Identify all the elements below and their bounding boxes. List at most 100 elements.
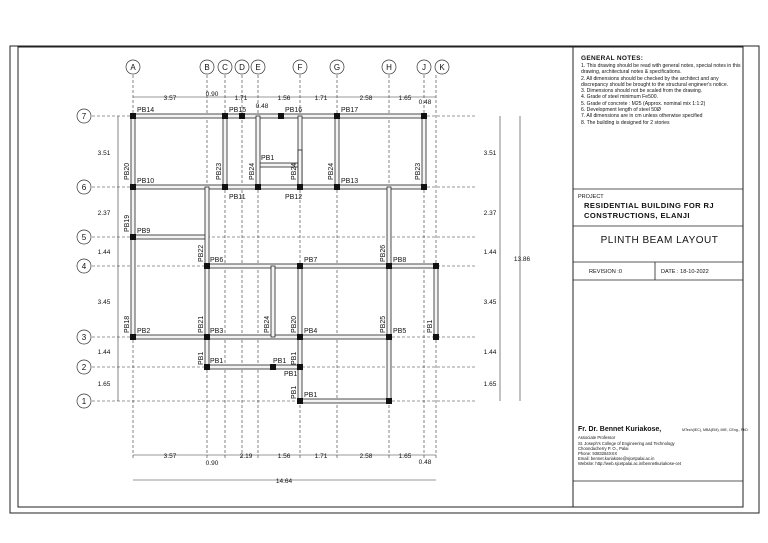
beam-label: PB19 (124, 215, 131, 232)
beam-label: PB8 (393, 257, 406, 264)
beam-label: PB26 (380, 245, 387, 262)
column-node (297, 398, 303, 404)
beam-horizontal (132, 334, 390, 340)
beam-label: PB1 (273, 358, 286, 365)
grid-bubble-2 (76, 359, 92, 375)
dim-top: 0.90 (206, 91, 219, 98)
revision-label: REVISION :0 (589, 269, 622, 275)
beam-vertical (270, 265, 276, 338)
column-node (421, 184, 427, 190)
grid-bubble-label: K (439, 63, 445, 72)
column-node (278, 113, 284, 119)
beam-label: PB10 (137, 178, 154, 185)
beam-label: PB24 (328, 163, 335, 180)
beam-vertical (130, 115, 136, 338)
author-address: Choondacherry P. O., Palai (578, 446, 629, 451)
dim-left: 3.45 (98, 299, 111, 306)
column-node (297, 263, 303, 269)
dim-right: 3.45 (484, 299, 497, 306)
grid-bubble-label: F (298, 63, 303, 72)
beam-label: PB24 (249, 163, 256, 180)
grid-bubble-A (125, 59, 141, 75)
grid-bubble-label: 4 (82, 262, 87, 271)
column-node (334, 184, 340, 190)
column-node (386, 334, 392, 340)
dim-overall-vertical: 13.86 (514, 256, 531, 263)
grid-bubble-label: 7 (82, 112, 87, 121)
dim-bottom: 0.48 (419, 459, 432, 466)
grid-bubble-E (250, 59, 266, 75)
beam-label: PB12 (285, 194, 302, 201)
column-node (222, 113, 228, 119)
dim-bottom: 2.58 (360, 453, 373, 460)
dim-right: 1.44 (484, 249, 497, 256)
grid-bubble-label: E (255, 63, 260, 72)
column-node (433, 263, 439, 269)
dim-bottom: 3.57 (164, 453, 177, 460)
dim-top: 1.56 (278, 95, 291, 102)
general-notes-list: 1. This drawing should be read with gene… (581, 63, 746, 126)
grid-bubble-3 (76, 329, 92, 345)
grid-bubble-label: B (204, 63, 209, 72)
beam-horizontal (132, 234, 208, 240)
beam-label: PB20 (124, 163, 131, 180)
dim-left: 2.37 (98, 210, 111, 217)
note-item: 2. All dimensions should be checked by t… (581, 75, 729, 88)
dim-right: 1.44 (484, 349, 497, 356)
dim-right: 3.51 (484, 150, 497, 157)
beam-vertical (421, 115, 427, 188)
beam-label: PB20 (291, 316, 298, 333)
note-item: 7. All dimensions are in cm unless other… (581, 113, 703, 120)
column-node (334, 113, 340, 119)
beam-horizontal (299, 398, 390, 404)
dim-left: 1.65 (98, 381, 111, 388)
author-college: St. Joseph's College of Engineering and … (578, 441, 675, 446)
drawing-title: PLINTH BEAM LAYOUT (600, 235, 719, 246)
column-node (130, 334, 136, 340)
grid-bubble-label: 3 (82, 333, 87, 342)
grid-bubble-G (329, 59, 345, 75)
beam-label: PB15 (229, 107, 246, 114)
plinth-beams (130, 113, 439, 404)
dim-bottom: 2.19 (240, 453, 253, 460)
grid-bubble-C (217, 59, 233, 75)
note-item: 4. Grade of steel minimum Fe500. (581, 94, 659, 101)
beam-label: PB3 (210, 328, 223, 335)
dim-left: 3.51 (98, 150, 111, 157)
grid-bubble-label: H (386, 63, 392, 72)
beam-vertical (297, 265, 303, 402)
dim-top: 1.71 (235, 95, 248, 102)
beam-label: PB21 (198, 316, 205, 333)
beam-label: PB16 (285, 107, 302, 114)
grid-bubble-label: C (222, 63, 228, 72)
column-node (297, 334, 303, 340)
dim-top: 0.48 (419, 99, 432, 106)
grid-bubble-label: A (130, 63, 136, 72)
beam-vertical (255, 115, 261, 188)
beam-label: PB24 (291, 163, 298, 180)
note-item: 3. Dimensions should not be scaled from … (581, 88, 703, 95)
note-item: 5. Grade of concrete : M25 (Approx. nomi… (581, 100, 706, 107)
beam-label: PB24 (264, 316, 271, 333)
author-email: Email: bennet.kuriakose@sjcetpalai.ac.in (578, 456, 655, 461)
beam-vertical (433, 265, 439, 338)
dim-bottom: 1.56 (278, 453, 291, 460)
column-node (130, 234, 136, 240)
column-node (204, 334, 210, 340)
outer-border (9, 45, 760, 514)
grid-bubble-6 (76, 179, 92, 195)
grid-bubble-B (199, 59, 215, 75)
dim-right: 1.65 (484, 381, 497, 388)
dim-left: 1.44 (98, 249, 111, 256)
grid-bubble-label: 1 (82, 397, 87, 406)
beam-label: PB1 (198, 352, 205, 365)
grid-bubble-1 (76, 393, 92, 409)
project-label: PROJECT (578, 194, 604, 200)
beam-label: PB2 (137, 328, 150, 335)
column-node (270, 364, 276, 370)
dim-top: 1.71 (315, 95, 328, 102)
author-website: Website: http://web.sjcetpalai.ac.in/ben… (578, 461, 682, 466)
grid-bubble-F (292, 59, 308, 75)
dim-top: 2.58 (360, 95, 373, 102)
